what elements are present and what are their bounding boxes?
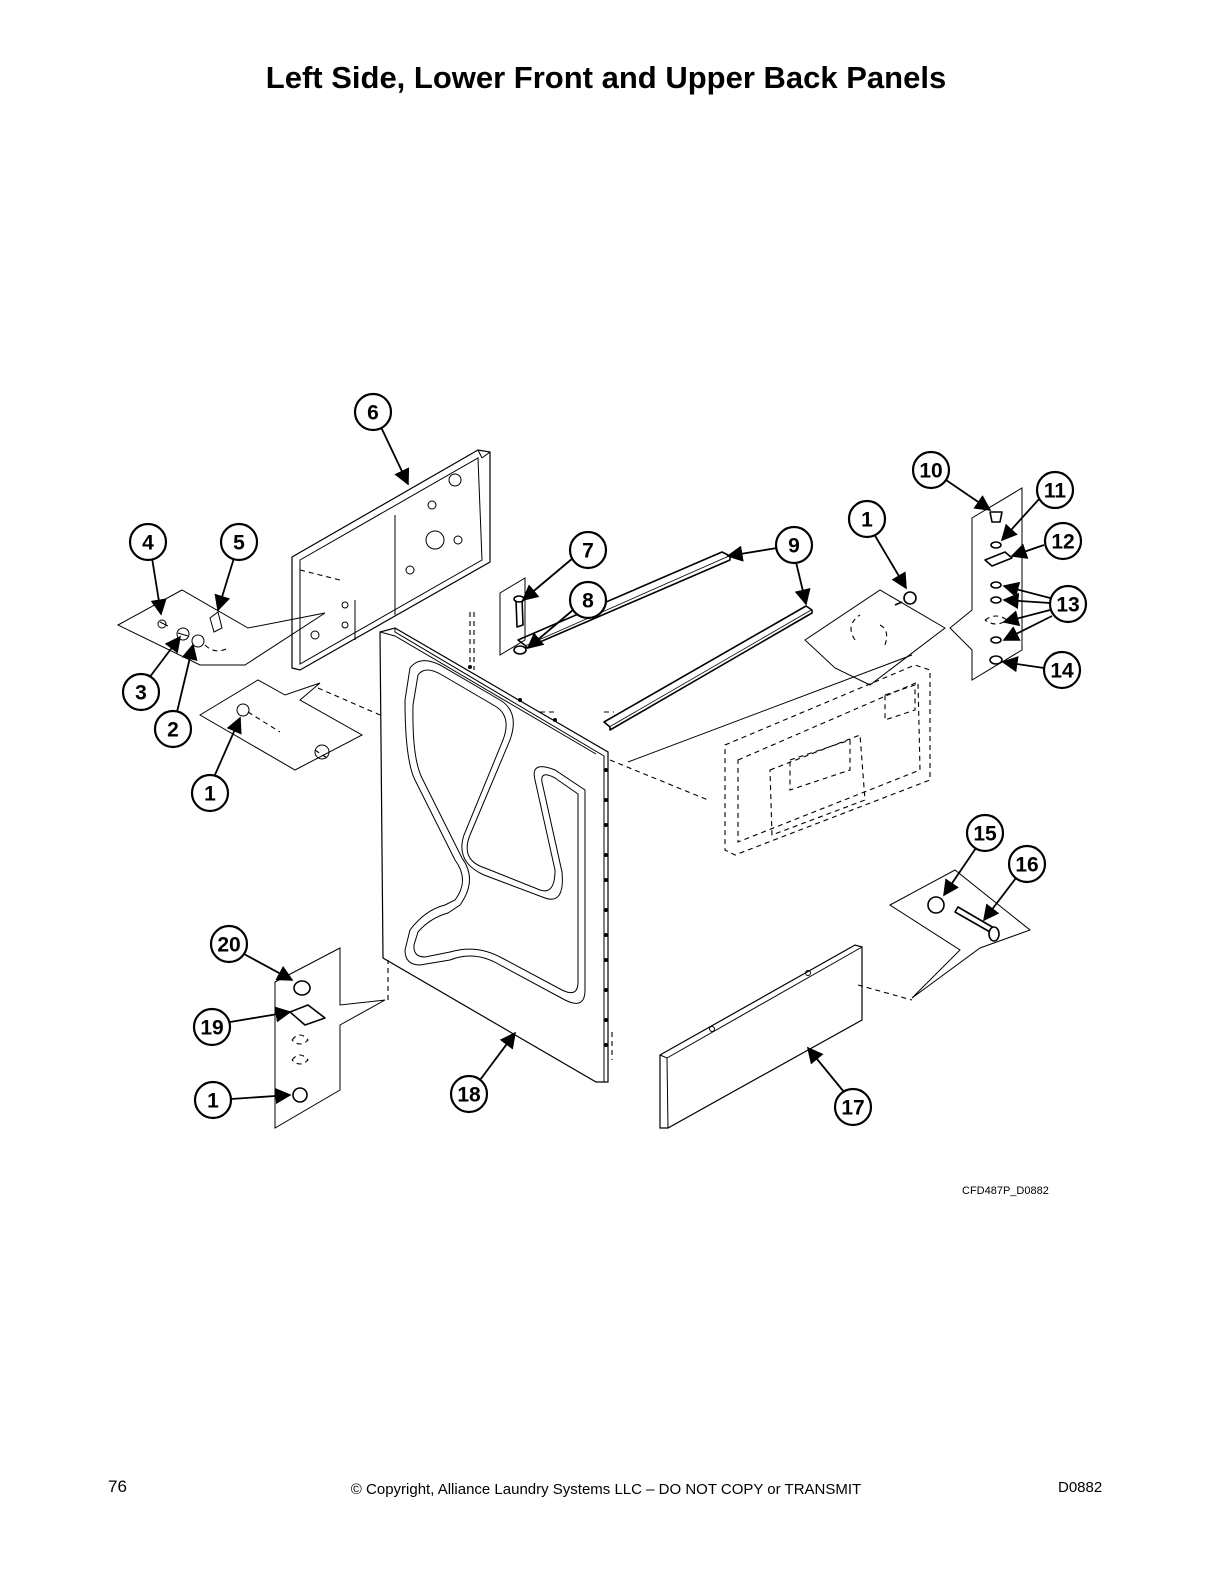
svg-text:4: 4	[142, 532, 154, 555]
upper-front-bracket	[724, 664, 931, 856]
page-number: 76	[108, 1477, 127, 1496]
svg-text:20: 20	[217, 934, 240, 957]
svg-text:16: 16	[1015, 854, 1038, 877]
svg-text:10: 10	[919, 460, 942, 483]
callout-13: 13	[1048, 584, 1088, 624]
callout-14: 14	[1042, 650, 1082, 690]
svg-text:7: 7	[582, 540, 594, 563]
svg-text:1: 1	[861, 509, 873, 532]
svg-text:17: 17	[841, 1097, 864, 1120]
callout-9: 9	[774, 525, 814, 565]
svg-text:13: 13	[1056, 594, 1079, 617]
svg-text:15: 15	[973, 823, 997, 846]
document-code: D0882	[1058, 1479, 1103, 1496]
detail-plate-upper-left	[116, 589, 326, 666]
svg-text:2: 2	[167, 719, 179, 742]
lower-front-panel	[659, 944, 863, 1129]
callout-7: 7	[568, 530, 608, 570]
detail-plate-mid-left	[199, 679, 364, 771]
left-side-panel	[379, 627, 609, 1083]
detail-plate-upper-right	[804, 589, 946, 686]
svg-text:9: 9	[788, 535, 800, 558]
callout-15: 15	[965, 813, 1005, 853]
page-title: Left Side, Lower Front and Upper Back Pa…	[265, 60, 947, 95]
svg-text:12: 12	[1051, 531, 1074, 554]
copyright-notice: © Copyright, Alliance Laundry Systems LL…	[350, 1481, 862, 1498]
callout-4: 4	[128, 522, 168, 562]
detail-plate-lower-right	[889, 869, 1032, 999]
svg-text:6: 6	[367, 402, 379, 425]
detail-plate-right-column	[949, 487, 1023, 681]
callout-19: 19	[192, 1007, 232, 1047]
svg-text:11: 11	[1044, 480, 1067, 503]
upper-back-panel	[291, 449, 491, 671]
callout-8: 8	[568, 580, 608, 620]
callout-1-upper-right: 1	[847, 499, 887, 539]
detail-plate-lower-left	[274, 947, 386, 1129]
callout-12: 12	[1043, 521, 1083, 561]
callout-5: 5	[219, 522, 259, 562]
callout-18: 18	[449, 1074, 489, 1114]
callout-3: 3	[121, 672, 161, 712]
svg-text:5: 5	[233, 532, 245, 555]
svg-text:3: 3	[135, 682, 147, 705]
svg-text:8: 8	[582, 590, 594, 613]
support-strips	[517, 551, 813, 731]
callout-1-mid-left: 1	[190, 773, 230, 813]
assembly-lines	[299, 569, 913, 1060]
svg-text:18: 18	[457, 1084, 481, 1107]
callout-1-lower-left: 1	[193, 1080, 233, 1120]
callout-6: 6	[353, 392, 393, 432]
detail-plate-center	[469, 577, 527, 670]
callout-17: 17	[833, 1087, 873, 1127]
callout-11: 11	[1035, 470, 1075, 510]
callout-10: 10	[911, 450, 951, 490]
svg-text:1: 1	[207, 1090, 219, 1113]
callout-20: 20	[209, 924, 249, 964]
callout-16: 16	[1007, 844, 1047, 884]
callouts: 6 4 5 3 2 1 7 8 9 1 10 11 1	[121, 392, 1088, 1127]
svg-text:14: 14	[1050, 660, 1074, 683]
svg-text:19: 19	[200, 1017, 223, 1040]
svg-text:1: 1	[204, 783, 216, 806]
callout-2: 2	[153, 709, 193, 749]
drawing-code: CFD487P_D0882	[962, 1185, 1049, 1197]
